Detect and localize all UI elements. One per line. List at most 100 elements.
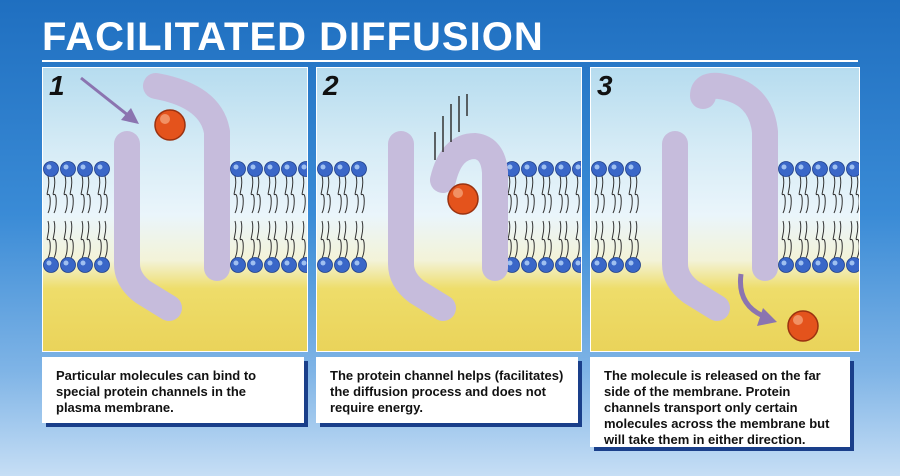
- lipid-tail: [320, 175, 325, 214]
- lipid-head: [334, 161, 350, 177]
- lipid-tail: [337, 175, 342, 214]
- lipid-head-highlight: [541, 260, 547, 266]
- lipid-tail: [634, 175, 639, 214]
- lipid-head: [812, 257, 828, 273]
- lipid-head-highlight: [541, 164, 547, 170]
- lipid-head-highlight: [80, 164, 86, 170]
- lipid-head-highlight: [354, 260, 360, 266]
- lipid-head-highlight: [832, 260, 838, 266]
- lipid-head-highlight: [337, 260, 343, 266]
- lipid-tail: [507, 175, 512, 214]
- lipid-tail: [547, 175, 552, 214]
- lipid-tail: [360, 175, 365, 214]
- lipid-head-highlight: [575, 260, 581, 266]
- lipid-head-highlight: [284, 164, 290, 170]
- lipid-head: [538, 161, 554, 177]
- lipid-head: [77, 161, 93, 177]
- lipid-tail: [284, 220, 289, 259]
- lipid-head: [230, 257, 246, 273]
- lipid-head-highlight: [46, 260, 52, 266]
- lipid-tail: [273, 220, 278, 259]
- lipid-head-highlight: [507, 164, 513, 170]
- lipid-tail: [301, 220, 306, 259]
- lipid-head: [778, 161, 794, 177]
- lipid-tail: [541, 175, 546, 214]
- membrane-bilayer: [43, 161, 307, 273]
- lipid-head: [94, 257, 110, 273]
- lipid-tail: [250, 175, 255, 214]
- protein-channel-left: [114, 131, 182, 321]
- protein-channel-left: [388, 131, 456, 321]
- lipid-head-highlight: [815, 260, 821, 266]
- lipid-tail: [787, 220, 792, 259]
- step-number-1: 1: [49, 70, 65, 101]
- lipid-head-highlight: [628, 260, 634, 266]
- lipid-head-highlight: [97, 164, 103, 170]
- lipid-head-highlight: [798, 260, 804, 266]
- lipid-head: [264, 257, 280, 273]
- lipid-head: [538, 257, 554, 273]
- lipid-tail: [507, 220, 512, 259]
- lipid-head: [625, 161, 641, 177]
- lipid-tail: [575, 175, 580, 214]
- lipid-head: [230, 161, 246, 177]
- lipid-tail: [855, 175, 859, 214]
- lipid-tail: [290, 220, 295, 259]
- lipid-head-highlight: [46, 164, 52, 170]
- lipid-head-highlight: [80, 260, 86, 266]
- lipid-tail: [354, 175, 359, 214]
- lipid-tail: [290, 175, 295, 214]
- lipid-head: [247, 161, 263, 177]
- lipid-tail: [513, 175, 518, 214]
- arrow-shaft: [80, 76, 130, 118]
- molecule-highlight: [453, 188, 463, 198]
- lipid-tail: [63, 220, 68, 259]
- lipid-tail: [575, 220, 580, 259]
- protein-channel-left: [662, 131, 730, 321]
- lipid-head-highlight: [233, 260, 239, 266]
- lipid-head: [555, 257, 571, 273]
- lipid-head-highlight: [267, 164, 273, 170]
- lipid-tail: [337, 220, 342, 259]
- lipid-head: [625, 257, 641, 273]
- lipid-tail: [513, 220, 518, 259]
- lipid-tail: [594, 175, 599, 214]
- panel-3: 3: [590, 67, 860, 352]
- molecule-highlight: [793, 315, 803, 325]
- lipid-head-highlight: [849, 260, 855, 266]
- lipid-head: [351, 161, 367, 177]
- lipid-head-highlight: [628, 164, 634, 170]
- lipid-tail: [781, 220, 786, 259]
- membrane-bilayer: [317, 161, 581, 273]
- lipid-tail: [326, 175, 331, 214]
- lipid-tail: [781, 175, 786, 214]
- lipid-head-highlight: [594, 260, 600, 266]
- lipid-tail: [832, 220, 837, 259]
- molecule: [447, 183, 479, 215]
- lipid-tail: [815, 220, 820, 259]
- lipid-head-highlight: [611, 260, 617, 266]
- page-title: FACILITATED DIFFUSION: [42, 15, 544, 59]
- lipid-tail: [628, 175, 633, 214]
- lipid-tail: [233, 220, 238, 259]
- lipid-head-highlight: [301, 164, 307, 170]
- lipid-head: [591, 161, 607, 177]
- release-arrow: [737, 273, 765, 319]
- lipid-head: [812, 161, 828, 177]
- lipid-head-highlight: [284, 260, 290, 266]
- lipid-head-highlight: [337, 164, 343, 170]
- lipid-tail: [634, 220, 639, 259]
- lipid-tail: [628, 220, 633, 259]
- caption-3: The molecule is released on the far side…: [590, 357, 850, 447]
- lipid-tail: [239, 220, 244, 259]
- lipid-tail: [787, 175, 792, 214]
- lipid-head: [281, 257, 297, 273]
- lipid-head-highlight: [354, 164, 360, 170]
- lipid-head: [521, 257, 537, 273]
- lipid-head-highlight: [320, 164, 326, 170]
- lipid-head: [281, 161, 297, 177]
- lipid-tail: [547, 220, 552, 259]
- molecule: [787, 310, 819, 342]
- lipid-tail: [849, 220, 854, 259]
- panel-2-illustration: [317, 94, 581, 321]
